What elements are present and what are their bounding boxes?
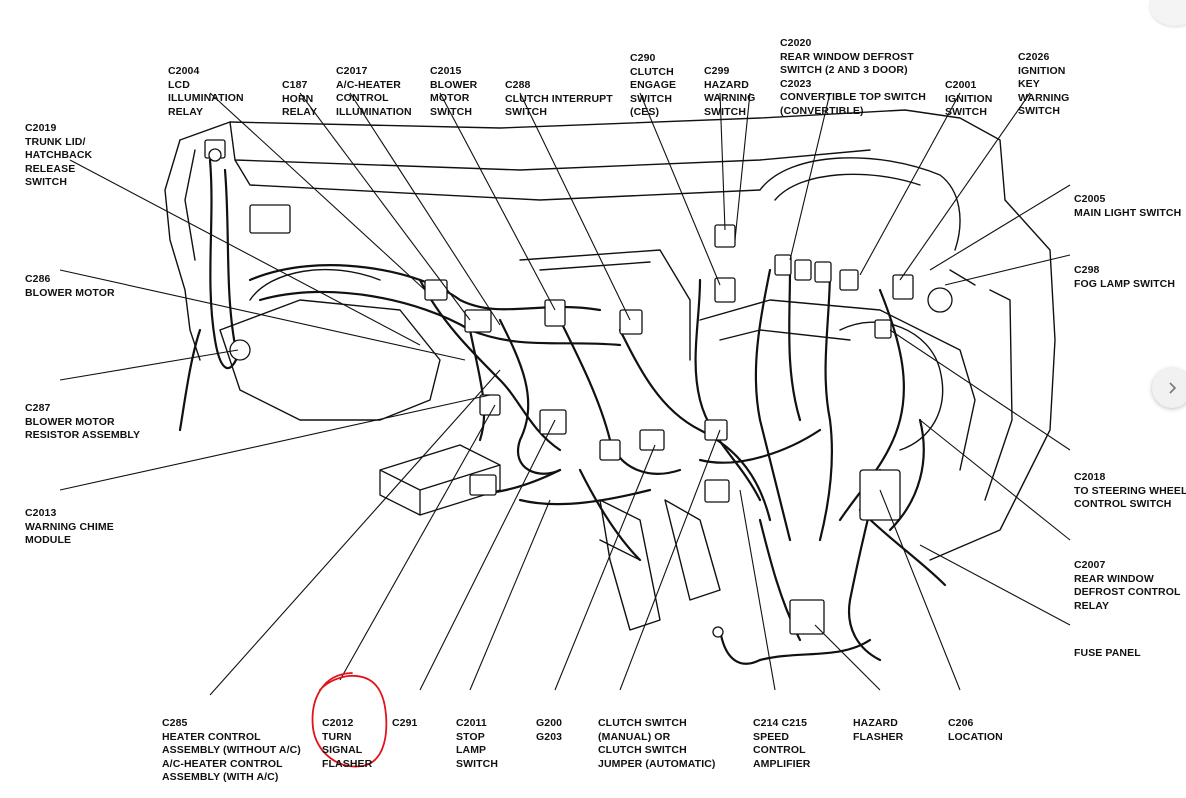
leader-lines bbox=[59, 92, 1071, 696]
highlight-circle bbox=[311, 672, 388, 768]
label-c291: C291 bbox=[392, 717, 418, 729]
label-fuse-panel: FUSE PANEL bbox=[1074, 647, 1141, 659]
chevron-right-icon bbox=[1169, 382, 1177, 394]
next-image-button[interactable] bbox=[1152, 368, 1186, 408]
instrument-panel-drawing bbox=[164, 109, 1056, 631]
connectors bbox=[204, 139, 953, 638]
